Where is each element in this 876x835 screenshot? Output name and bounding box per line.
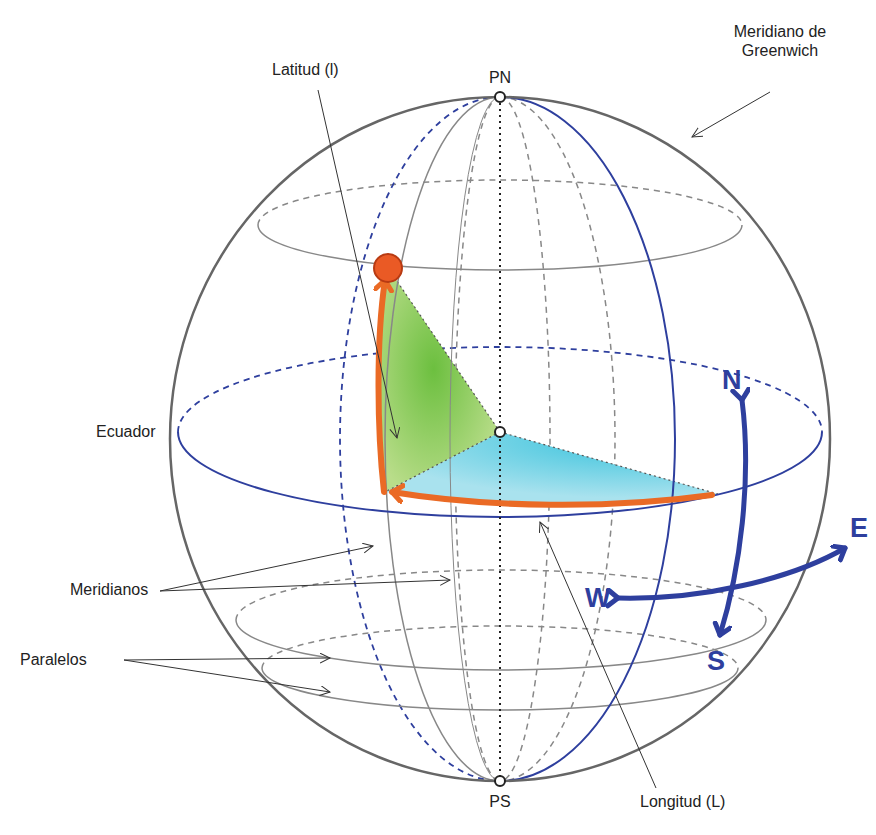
longitude-label: Longitud (L) bbox=[640, 792, 725, 811]
direction-letter: N bbox=[722, 364, 742, 396]
meridian-label: Meridiano de Greenwich bbox=[725, 22, 835, 60]
latitude-label: Latitud (l) bbox=[272, 60, 339, 79]
direction-letter: W bbox=[585, 582, 610, 614]
direction-letter: E bbox=[850, 512, 868, 544]
parallels-label: Paralelos bbox=[20, 650, 87, 669]
pole-label: PS bbox=[489, 792, 510, 811]
meridians-label: Meridianos bbox=[70, 580, 148, 599]
pole-label: PN bbox=[489, 68, 511, 87]
equator-label: Ecuador bbox=[96, 422, 156, 441]
direction-letter: S bbox=[707, 645, 725, 677]
